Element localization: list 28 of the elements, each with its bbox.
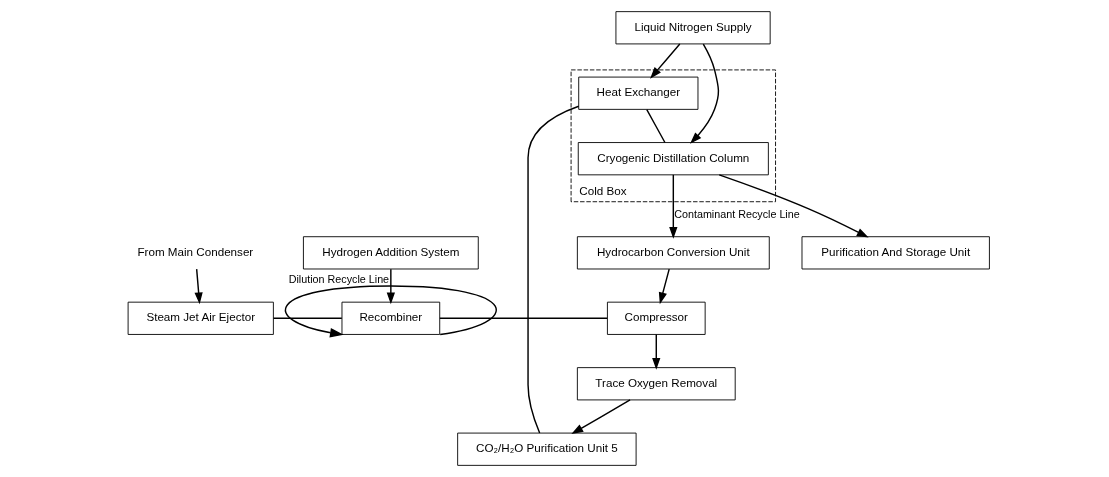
node-box: Trace Oxygen Removal bbox=[576, 367, 736, 401]
node-box: CO₂/H₂O Purification Unit 5 bbox=[457, 432, 637, 466]
node-box: Hydrogen Addition System bbox=[302, 236, 479, 270]
node-text: From Main Condenser bbox=[137, 244, 254, 258]
node-box: Hydrocarbon Conversion Unit bbox=[576, 236, 770, 270]
arrow bbox=[652, 333, 661, 370]
arrow bbox=[386, 268, 395, 305]
arrow bbox=[718, 174, 869, 238]
arrow bbox=[669, 174, 678, 239]
arrow bbox=[690, 43, 720, 144]
connector bbox=[646, 108, 666, 144]
node-box: Compressor bbox=[606, 301, 706, 335]
connector bbox=[272, 317, 343, 320]
connector bbox=[527, 105, 580, 434]
arrow bbox=[284, 285, 497, 338]
node-box: Liquid Nitrogen Supply bbox=[615, 11, 771, 45]
arrow bbox=[571, 399, 631, 435]
node-box: Steam Jet Air Ejector bbox=[127, 301, 274, 335]
node-box: Heat Exchanger bbox=[578, 76, 699, 110]
node-box: Cryogenic Distillation Column bbox=[577, 142, 769, 176]
edge-label: Dilution Recycle Line bbox=[288, 272, 390, 285]
arrow bbox=[658, 268, 670, 305]
edge-label: Contaminant Recycle Line bbox=[674, 207, 800, 220]
connector bbox=[439, 317, 608, 320]
node-box: Recombiner bbox=[341, 301, 441, 335]
arrow bbox=[650, 43, 681, 79]
node-box: Purification And Storage Unit bbox=[801, 236, 990, 270]
arrow bbox=[194, 268, 203, 305]
